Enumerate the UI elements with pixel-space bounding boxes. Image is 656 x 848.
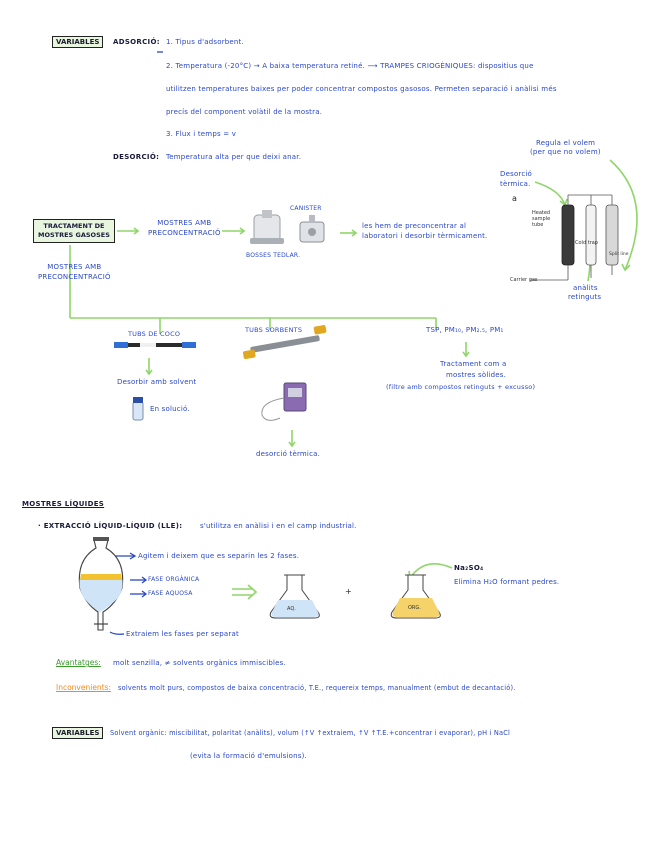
tractament-line-2: MOSTRES GASOSES: [38, 231, 110, 239]
fase-organica: FASE ORGÀNICA: [148, 576, 200, 583]
adsorcio-item-2c: precís del component volàtil de la mostr…: [166, 108, 323, 116]
avantatges-label: Avantatges:: [56, 658, 101, 667]
lle-title: · EXTRACCIÓ LÍQUID-LÍQUID (LLE):: [38, 522, 183, 530]
coconut-tube-image: [114, 342, 196, 348]
lle-text: s'utilitza en anàlisi i en el camp indus…: [200, 522, 357, 530]
agitem-text: Agitem i deixem que es separin les 2 fas…: [138, 552, 300, 560]
vial-image: [132, 397, 144, 421]
amb-pre-line-2: PRECONCENTRACIÓ: [148, 229, 221, 237]
carrier-gas-label: Carrier gas: [510, 277, 538, 283]
variables-text-1: Solvent orgànic: miscibilitat, polaritat…: [110, 729, 511, 737]
canister-image: [299, 215, 325, 243]
flask-org-label: ORG.: [408, 605, 421, 611]
desorcio-label: DESORCIÓ:: [113, 153, 160, 161]
diagram-letter-a: a: [512, 194, 517, 203]
sorbent-tube-image: [242, 325, 327, 360]
tubs-sorbents-label: TUBS SORBENTS: [245, 326, 303, 334]
tractament-box: TRACTAMENT DE MOSTRES GASOSES: [33, 219, 115, 243]
desorbir-solvent: Desorbir amb solvent: [117, 378, 197, 386]
desorcio-text: Temperatura alta per que deixi anar.: [166, 153, 302, 161]
preconcentrar-1: les hem de preconcentrar al: [362, 222, 467, 230]
variables-box-2: VARIABLES: [52, 727, 104, 739]
particulate-label: TSP, PM₁₀, PM₂.₅, PM₁: [426, 326, 504, 334]
avantatges-text: molt senzilla, ≠ solvents orgànics immis…: [113, 659, 286, 667]
tractament-line-1: TRACTAMENT DE: [43, 222, 105, 230]
variables-text-2: (evita la formació d'emulsions).: [190, 752, 307, 760]
adsorcio-item-3: 3. Flux i temps = v: [166, 130, 237, 138]
tractament-solides-2: mostres sòlides.: [446, 371, 507, 379]
flask-organic-image: [390, 574, 441, 619]
adsorcio-item-2a: 2. Temperatura (-20°C) → A baixa tempera…: [166, 62, 534, 70]
adsorcio-item-1: 1. Tipus d'adsorbent.: [166, 38, 244, 46]
thermal-desorption-diagram: [530, 194, 619, 281]
sampling-pump-image: [261, 382, 307, 421]
regula-volem-2: (per que no volem): [530, 148, 601, 156]
na2so4-label: Na₂SO₄: [454, 564, 484, 572]
desorcio-termica-label-2: tèrmica.: [500, 180, 531, 188]
tractament-solides-1: Tractament com a: [440, 360, 507, 368]
heated-tube-label: Heated sample tube: [532, 210, 551, 228]
plus-sign: +: [345, 587, 352, 596]
adsorcio-item-2b: utilitzen temperatures baixes per poder …: [166, 85, 557, 93]
analits-label: anàlits: [573, 284, 598, 292]
inconvenients-label: Inconvenients:: [56, 683, 112, 692]
tubs-coco-label: TUBS DE COCO: [128, 330, 181, 338]
amb-preconcentracio: MOSTRES AMB PRECONCENTRACIÓ: [148, 218, 221, 238]
separatory-funnel-image: [78, 537, 124, 631]
elimina-text: Elimina H₂O formant pedres.: [454, 578, 560, 586]
fase-aquosa: FASE AQUOSA: [148, 590, 193, 597]
inconvenients-text: solvents molt purs, compostos de baixa c…: [118, 684, 516, 692]
desorcio-termica-label: Desorció: [500, 170, 533, 178]
sense-pre-line-1: MOSTRES AMB: [47, 263, 102, 271]
bosses-label: BOSSES TEDLAR.: [246, 252, 301, 259]
tedlar-bag-image: [250, 210, 284, 244]
en-solucio: En solució.: [150, 405, 190, 413]
mostres-liquides-heading: MOSTRES LÍQUIDES: [22, 500, 105, 508]
flask-aqueous-image: [269, 574, 320, 619]
regula-volem: Regula el volem: [536, 139, 596, 147]
adsorcio-label: ADSORCIÓ:: [113, 38, 160, 46]
sense-preconcentracio: MOSTRES AMB PRECONCENTRACIÓ: [38, 262, 111, 282]
amb-pre-line-1: MOSTRES AMB: [157, 219, 212, 227]
retinguts-label: retinguts: [568, 293, 602, 301]
cold-trap-label: Cold trap: [575, 240, 598, 246]
canister-label: CANISTER: [290, 205, 322, 212]
extraiem-text: Extraiem les fases per separat: [126, 630, 239, 638]
preconcentrar-2: laboratori i desorbir tèrmicament.: [362, 232, 488, 240]
sense-pre-line-2: PRECONCENTRACIÓ: [38, 273, 111, 281]
flask-aq-label: AQ.: [287, 606, 296, 612]
desorcio-termica-result: desorció tèrmica.: [256, 450, 321, 458]
tractament-solides-3: (filtre amb compostos retinguts + excuss…: [386, 383, 536, 391]
split-line-label: Split line: [609, 252, 629, 257]
variables-box: VARIABLES: [52, 36, 104, 48]
